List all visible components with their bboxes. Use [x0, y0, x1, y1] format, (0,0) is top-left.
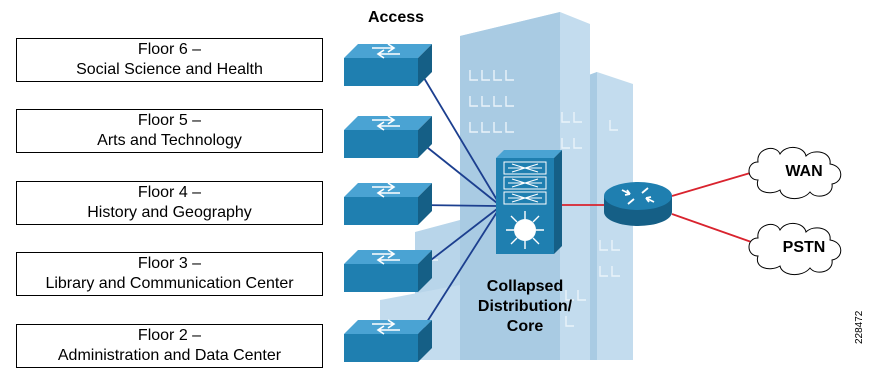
floor-box-6: Floor 6 – Social Science and Health	[16, 38, 323, 82]
cloud-icon-wan	[748, 147, 842, 199]
floor-title: Floor 2 –	[137, 327, 202, 344]
link-router-wan	[671, 170, 758, 197]
floor-box-2: Floor 2 – Administration and Data Center	[16, 324, 323, 368]
cloud-icon-pstn	[748, 223, 842, 275]
router-icon	[604, 182, 672, 226]
floor-title: Floor 4 –	[137, 184, 202, 201]
access-switches	[344, 43, 432, 362]
access-switch-icon	[344, 319, 432, 362]
wan-label: WAN	[785, 163, 822, 180]
access-switch-icon	[344, 249, 432, 292]
access-switch-icon	[344, 43, 432, 86]
floor-title: Floor 5 –	[137, 112, 202, 129]
floor-box-3: Floor 3 – Library and Communication Cent…	[16, 252, 323, 296]
link-router-pstn	[671, 213, 758, 245]
access-switch-icon	[344, 182, 432, 225]
core-label-line1: Collapsed	[487, 278, 563, 295]
floor-title: Floor 3 –	[137, 255, 202, 272]
link-floor5	[417, 139, 498, 204]
floor-subtitle: Administration and Data Center	[57, 347, 282, 364]
floor-subtitle: Arts and Technology	[97, 132, 242, 149]
floor-subtitle: Social Science and Health	[76, 61, 263, 78]
core-label-line3: Core	[507, 318, 544, 335]
core-label-line2: Distribution/	[478, 298, 573, 315]
link-floor6	[417, 67, 498, 201]
floor-box-5: Floor 5 – Arts and Technology	[16, 109, 323, 153]
link-floor2	[417, 211, 498, 337]
floor-subtitle: Library and Communication Center	[45, 275, 294, 292]
floor-subtitle: History and Geography	[87, 204, 252, 221]
access-switch-icon	[344, 115, 432, 158]
access-label: Access	[368, 9, 424, 26]
pstn-label: PSTN	[783, 239, 826, 256]
floor-box-4: Floor 4 – History and Geography	[16, 181, 323, 225]
multilayer-switch-icon	[496, 150, 562, 254]
floor-title: Floor 6 –	[137, 41, 202, 58]
figure-id: 228472	[854, 310, 865, 344]
